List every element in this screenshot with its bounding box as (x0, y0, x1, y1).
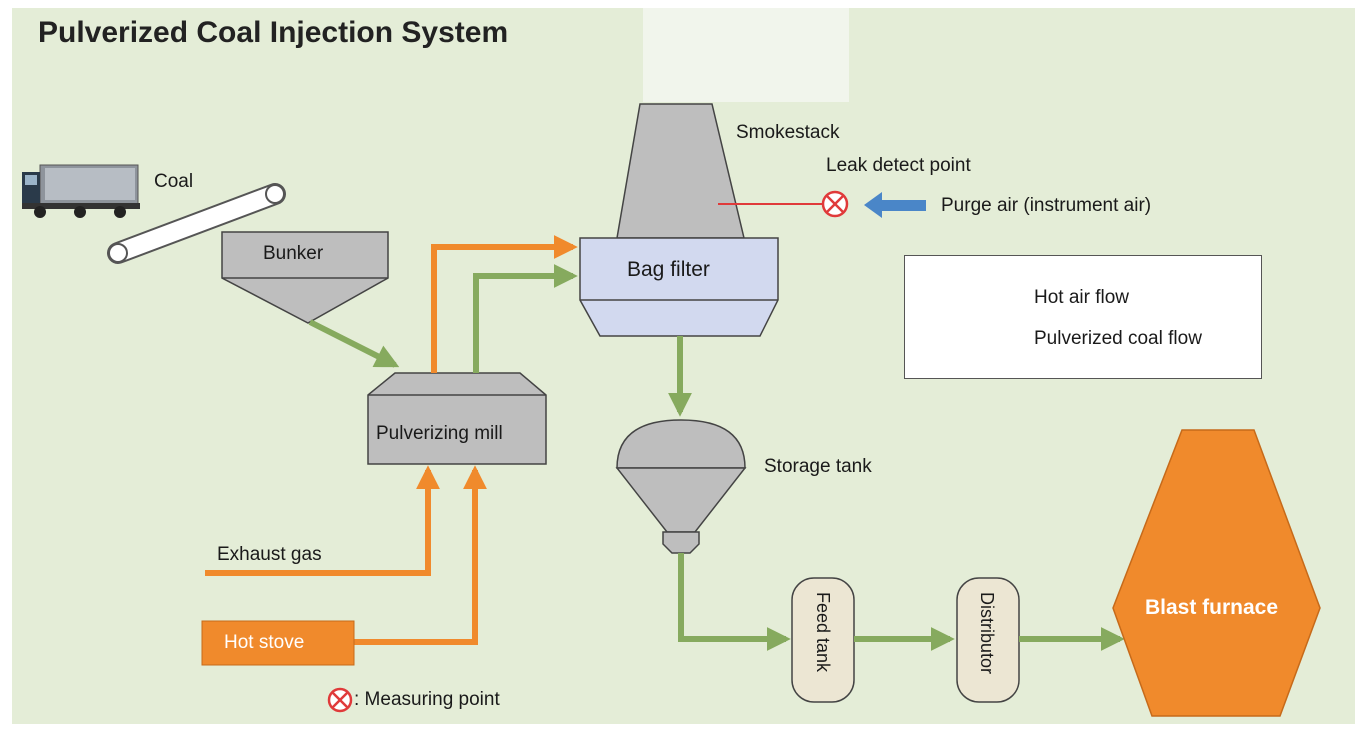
label-purge-air: Purge air (instrument air) (941, 195, 1152, 216)
label-feed-tank: Feed tank (813, 592, 833, 673)
bag-filter (579, 237, 779, 337)
label-coal: Coal (154, 171, 194, 192)
label-blast-furnace: Blast furnace (1145, 596, 1279, 619)
light-patch (643, 8, 849, 102)
truck-icon (22, 164, 140, 218)
label-storage-tank: Storage tank (764, 456, 872, 477)
smokestack (616, 103, 745, 239)
label-measuring-point: : Measuring point (354, 689, 500, 710)
label-leak-detect-point: Leak detect point (826, 155, 971, 176)
legend-box (904, 255, 1262, 379)
label-bunker: Bunker (263, 243, 324, 264)
measuring-point-legend-icon (327, 687, 353, 713)
measuring-point-icon (821, 190, 849, 218)
hot-stove-flow (354, 465, 487, 645)
storage-tank (615, 419, 747, 554)
legend-coal-label: Pulverized coal flow (1034, 328, 1202, 349)
conveyor-icon (107, 183, 286, 264)
coal-flow-storage-to-feedtank (678, 553, 791, 651)
page-title: Pulverized Coal Injection System (38, 16, 509, 49)
pulverizing-mill (367, 372, 547, 465)
label-distributor: Distributor (977, 592, 997, 675)
label-hot-stove: Hot stove (224, 632, 305, 653)
purge-air-arrow (864, 192, 926, 218)
coal-flow-bunker-to-mill (308, 319, 400, 368)
bunker (221, 231, 389, 324)
label-exhaust-gas: Exhaust gas (217, 544, 322, 565)
label-pulverizing-mill: Pulverizing mill (376, 423, 503, 444)
hot-air-flow-mill-to-bagfilter (431, 235, 578, 373)
exhaust-gas-flow (205, 465, 440, 576)
label-bag-filter: Bag filter (627, 258, 710, 281)
hot-stove (201, 620, 355, 666)
label-smokestack: Smokestack (736, 122, 840, 143)
legend-hot-air-label: Hot air flow (1034, 287, 1130, 308)
blast-furnace (1112, 429, 1321, 717)
coal-flow-mill-to-bagfilter (473, 264, 578, 373)
